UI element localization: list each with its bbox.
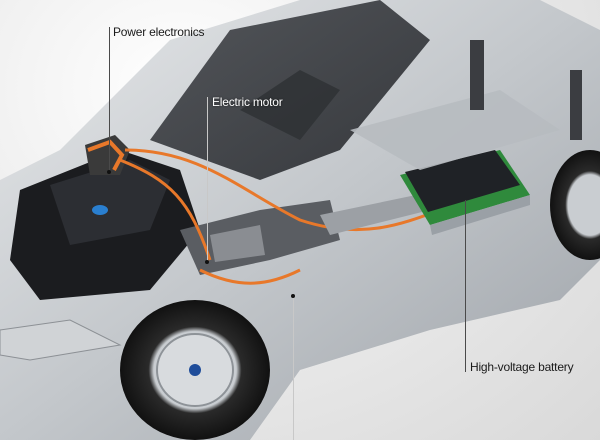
engine: [10, 150, 200, 300]
electric-motor-anchor: [205, 260, 209, 264]
power-electronics-label: Power electronics: [113, 25, 205, 39]
rear-wheel: [550, 150, 600, 260]
power-electronics-leader: [109, 27, 110, 172]
hv-cables: [119, 148, 441, 285]
high-voltage-battery-label: High-voltage battery: [470, 360, 574, 374]
power-electronics-anchor: [107, 170, 111, 174]
bottom-leader: [293, 296, 294, 440]
electric-motor-label: Electric motor: [212, 95, 283, 109]
electric-motor-leader: [207, 97, 208, 262]
power-electronics-unit: [85, 135, 130, 175]
high-voltage-battery-leader: [465, 200, 466, 372]
bottom-anchor: [291, 294, 295, 298]
